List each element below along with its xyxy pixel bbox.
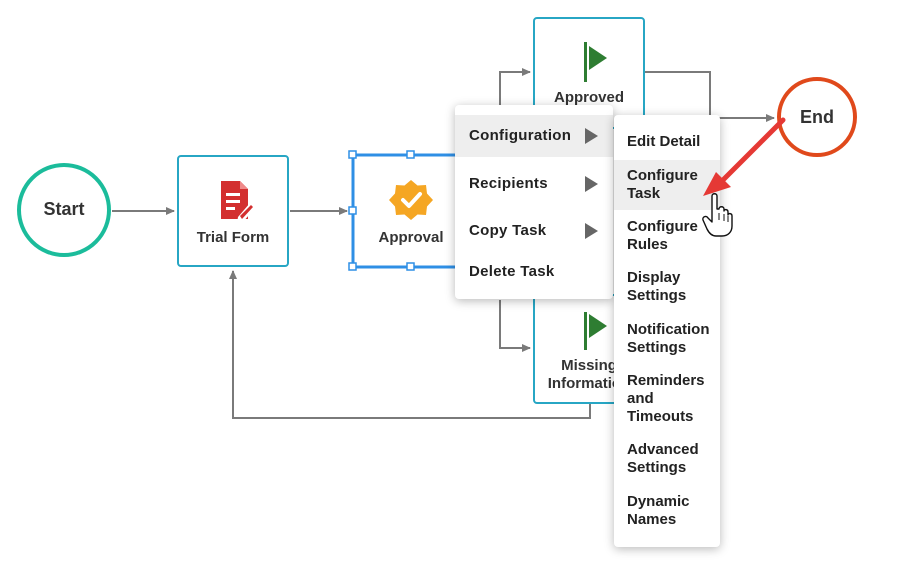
menu-item-label: Configuration [469, 127, 572, 144]
connector-approved-end[interactable] [645, 71, 711, 118]
submenu-item-label: Reminders and Timeouts [627, 372, 705, 425]
flag-icon [584, 312, 607, 350]
flag-icon [584, 42, 607, 82]
submenu-item-configure-rules[interactable]: Configure Rules [614, 218, 720, 254]
submenu-item-label: Configure Rules [627, 218, 698, 253]
approved-label: Approved [553, 89, 624, 106]
menu-item-label: Recipients [469, 175, 548, 192]
configuration-submenu: Edit Detail Configure Task Configure Rul… [614, 115, 720, 547]
approval-label: Approval [378, 229, 444, 246]
selection-handles[interactable] [348, 150, 415, 271]
connector-approval-missing[interactable] [499, 300, 531, 352]
connector-approval-approved[interactable] [499, 68, 531, 105]
end-label: End [800, 107, 834, 127]
submenu-item-label: Display Settings [627, 269, 687, 304]
menu-item-label: Delete Task [469, 263, 555, 280]
trial-form-label: Trial Form [196, 229, 270, 246]
submenu-item-label: Dynamic Names [627, 493, 690, 528]
document-edit-icon [221, 181, 255, 223]
submenu-item-notification-settings[interactable]: Notification Settings [614, 321, 720, 357]
submenu-item-display-settings[interactable]: Display Settings [614, 269, 720, 305]
start-label: Start [43, 199, 85, 219]
submenu-item-reminders-and-timeouts[interactable]: Reminders and Timeouts [614, 372, 720, 426]
menu-item-configuration[interactable]: Configuration [455, 115, 613, 157]
connector-missing-trialform[interactable] [229, 270, 591, 419]
missing-information-label: Missing Information [547, 357, 631, 392]
badge-check-icon [389, 180, 433, 220]
menu-item-label: Copy Task [469, 222, 547, 239]
caret-right-icon [585, 176, 598, 192]
caret-right-icon [585, 223, 598, 239]
submenu-item-advanced-settings[interactable]: Advanced Settings [614, 441, 720, 477]
submenu-item-edit-detail[interactable]: Edit Detail [614, 133, 720, 151]
submenu-item-dynamic-names[interactable]: Dynamic Names [614, 493, 720, 529]
submenu-item-label: Notification Settings [627, 321, 710, 356]
submenu-item-configure-task[interactable]: Configure Task [614, 160, 720, 210]
start-node[interactable] [17, 163, 111, 257]
end-node[interactable] [777, 77, 857, 157]
submenu-item-label: Advanced Settings [627, 441, 699, 476]
caret-right-icon [585, 128, 598, 144]
submenu-item-label: Edit Detail [627, 133, 701, 150]
menu-item-delete-task[interactable]: Delete Task [455, 255, 613, 289]
submenu-item-label: Configure Task [627, 167, 698, 202]
context-menu: Configuration Recipients Copy Task Delet… [455, 105, 613, 299]
menu-item-copy-task[interactable]: Copy Task [455, 210, 613, 252]
menu-item-recipients[interactable]: Recipients [455, 163, 613, 205]
